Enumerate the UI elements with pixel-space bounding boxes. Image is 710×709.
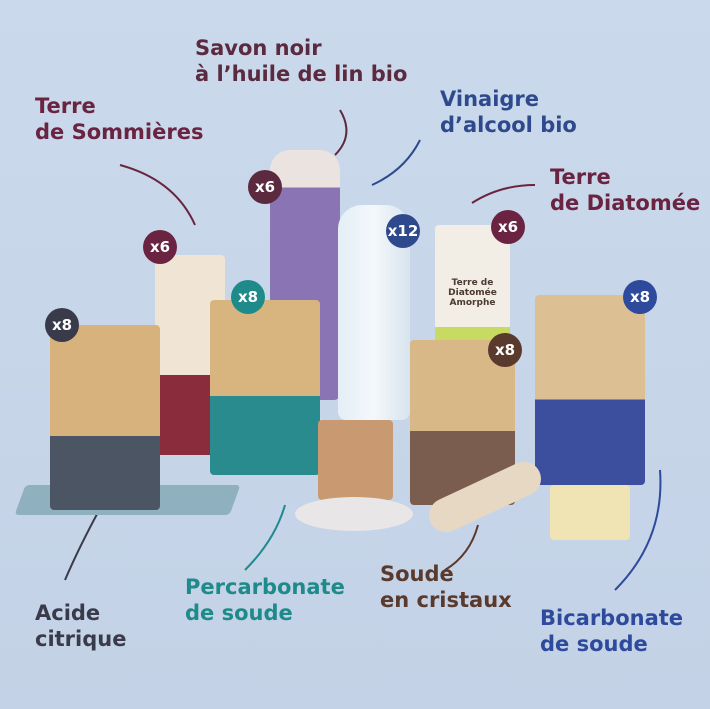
- quantity-badge: x6: [248, 170, 282, 204]
- label-line: Soude: [380, 562, 454, 586]
- label-line: de soude: [540, 632, 648, 656]
- product-acide: [50, 325, 160, 510]
- quantity-badge: x8: [623, 280, 657, 314]
- product-percarbonate: [210, 300, 320, 475]
- label-line: Savon noir: [195, 36, 322, 60]
- wood-block: [318, 420, 393, 500]
- product-name-diatomee: Terre de Diatomée Amorphe: [448, 278, 497, 308]
- label-line: d’alcool bio: [440, 113, 577, 137]
- label-line: Terre: [35, 94, 96, 118]
- quantity-badge: x8: [45, 308, 79, 342]
- label-line: de soude: [185, 601, 293, 625]
- label-line: en cristaux: [380, 588, 512, 612]
- quantity-badge: x8: [488, 333, 522, 367]
- clay-bowl: [295, 497, 413, 531]
- label-line: de Sommières: [35, 120, 204, 144]
- label-line: Bicarbonate: [540, 606, 684, 630]
- label-line: de Diatomée: [550, 191, 701, 215]
- label-line: Percarbonate: [185, 575, 345, 599]
- label-line: Acide: [35, 601, 101, 625]
- product-bicarbonate: [535, 295, 645, 485]
- cloth: [550, 485, 630, 540]
- quantity-badge: x6: [491, 210, 525, 244]
- quantity-badge: x12: [386, 214, 420, 248]
- label-line: citrique: [35, 627, 127, 651]
- quantity-badge: x8: [231, 280, 265, 314]
- label-line: Vinaigre: [440, 87, 540, 111]
- quantity-badge: x6: [143, 230, 177, 264]
- label-line: à l’huile de lin bio: [195, 62, 408, 86]
- label-line: Terre: [550, 165, 611, 189]
